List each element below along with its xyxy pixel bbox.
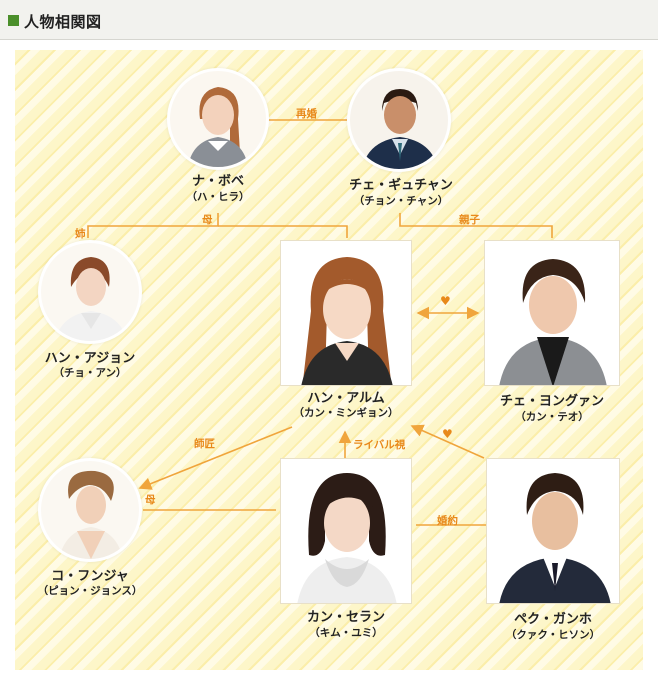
person-icon [350,71,448,169]
person-icon [281,241,411,385]
relation-rival: ライバル視 [353,439,406,451]
mentor-line [138,426,293,490]
person-icon [485,241,619,385]
portrait-choi-gyuchan [347,68,451,172]
portrait-ko-funja [38,458,142,562]
person-icon [41,461,139,559]
portrait-han-arum [280,240,412,386]
portrait-kang-seran [280,458,412,604]
relation-parent-child: 親子 [459,214,480,226]
name-han-arum: ハン・アルム [307,391,385,406]
actor-choi-gyuchan: （チョン・チャン） [353,195,449,207]
name-han-ajon: ハン・アジョン [44,351,136,366]
mother-line-top [87,213,219,238]
name-na-bobe: ナ・ボベ [191,174,244,189]
name-choi-gyuchan: チェ・ギュチャン [349,178,453,193]
portrait-na-bobe [167,68,269,170]
relation-mentor: 師匠 [194,438,215,450]
actor-baek-ganho: （クァク・ヒソン） [505,629,601,641]
actor-choi-yongwan: （カン・テオ） [515,411,589,423]
name-baek-ganho: ペク・ガンホ [514,612,592,627]
person-icon [487,459,619,603]
love-line-2 [410,424,485,459]
section-header: 人物相関図 [0,0,658,40]
section-title: 人物相関図 [24,13,102,31]
relation-mother-top: 母 [202,214,213,226]
portrait-baek-ganho [486,458,620,604]
heart-icon: ♥ [440,294,451,308]
relation-remarriage: 再婚 [296,108,317,120]
relation-older-sister: 姉 [75,228,86,240]
name-choi-yongwan: チェ・ヨングァン [499,394,604,409]
relation-engaged: 婚約 [437,515,458,527]
person-icon [281,459,411,603]
actor-han-ajon: （チョ・アン） [53,367,127,379]
name-ko-funja: コ・フンジャ [51,569,129,584]
parent-child-line [399,213,553,238]
mother-line-top-right [218,225,348,238]
person-icon [170,71,266,167]
actor-han-arum: （カン・ミンギョン） [293,407,399,419]
actor-na-bobe: （ハ・ヒラ） [186,191,250,203]
person-icon [41,243,139,341]
portrait-choi-yongwan [484,240,620,386]
name-kang-seran: カン・セラン [306,610,385,625]
actor-ko-funja: （ピョン・ジョンス） [37,585,143,597]
header-square-icon [8,15,19,26]
portrait-han-ajon [38,240,142,344]
relation-mother-bottom: 母 [145,494,156,506]
heart-icon: ♥ [442,427,453,441]
actor-kang-seran: （キム・ユミ） [309,627,383,639]
